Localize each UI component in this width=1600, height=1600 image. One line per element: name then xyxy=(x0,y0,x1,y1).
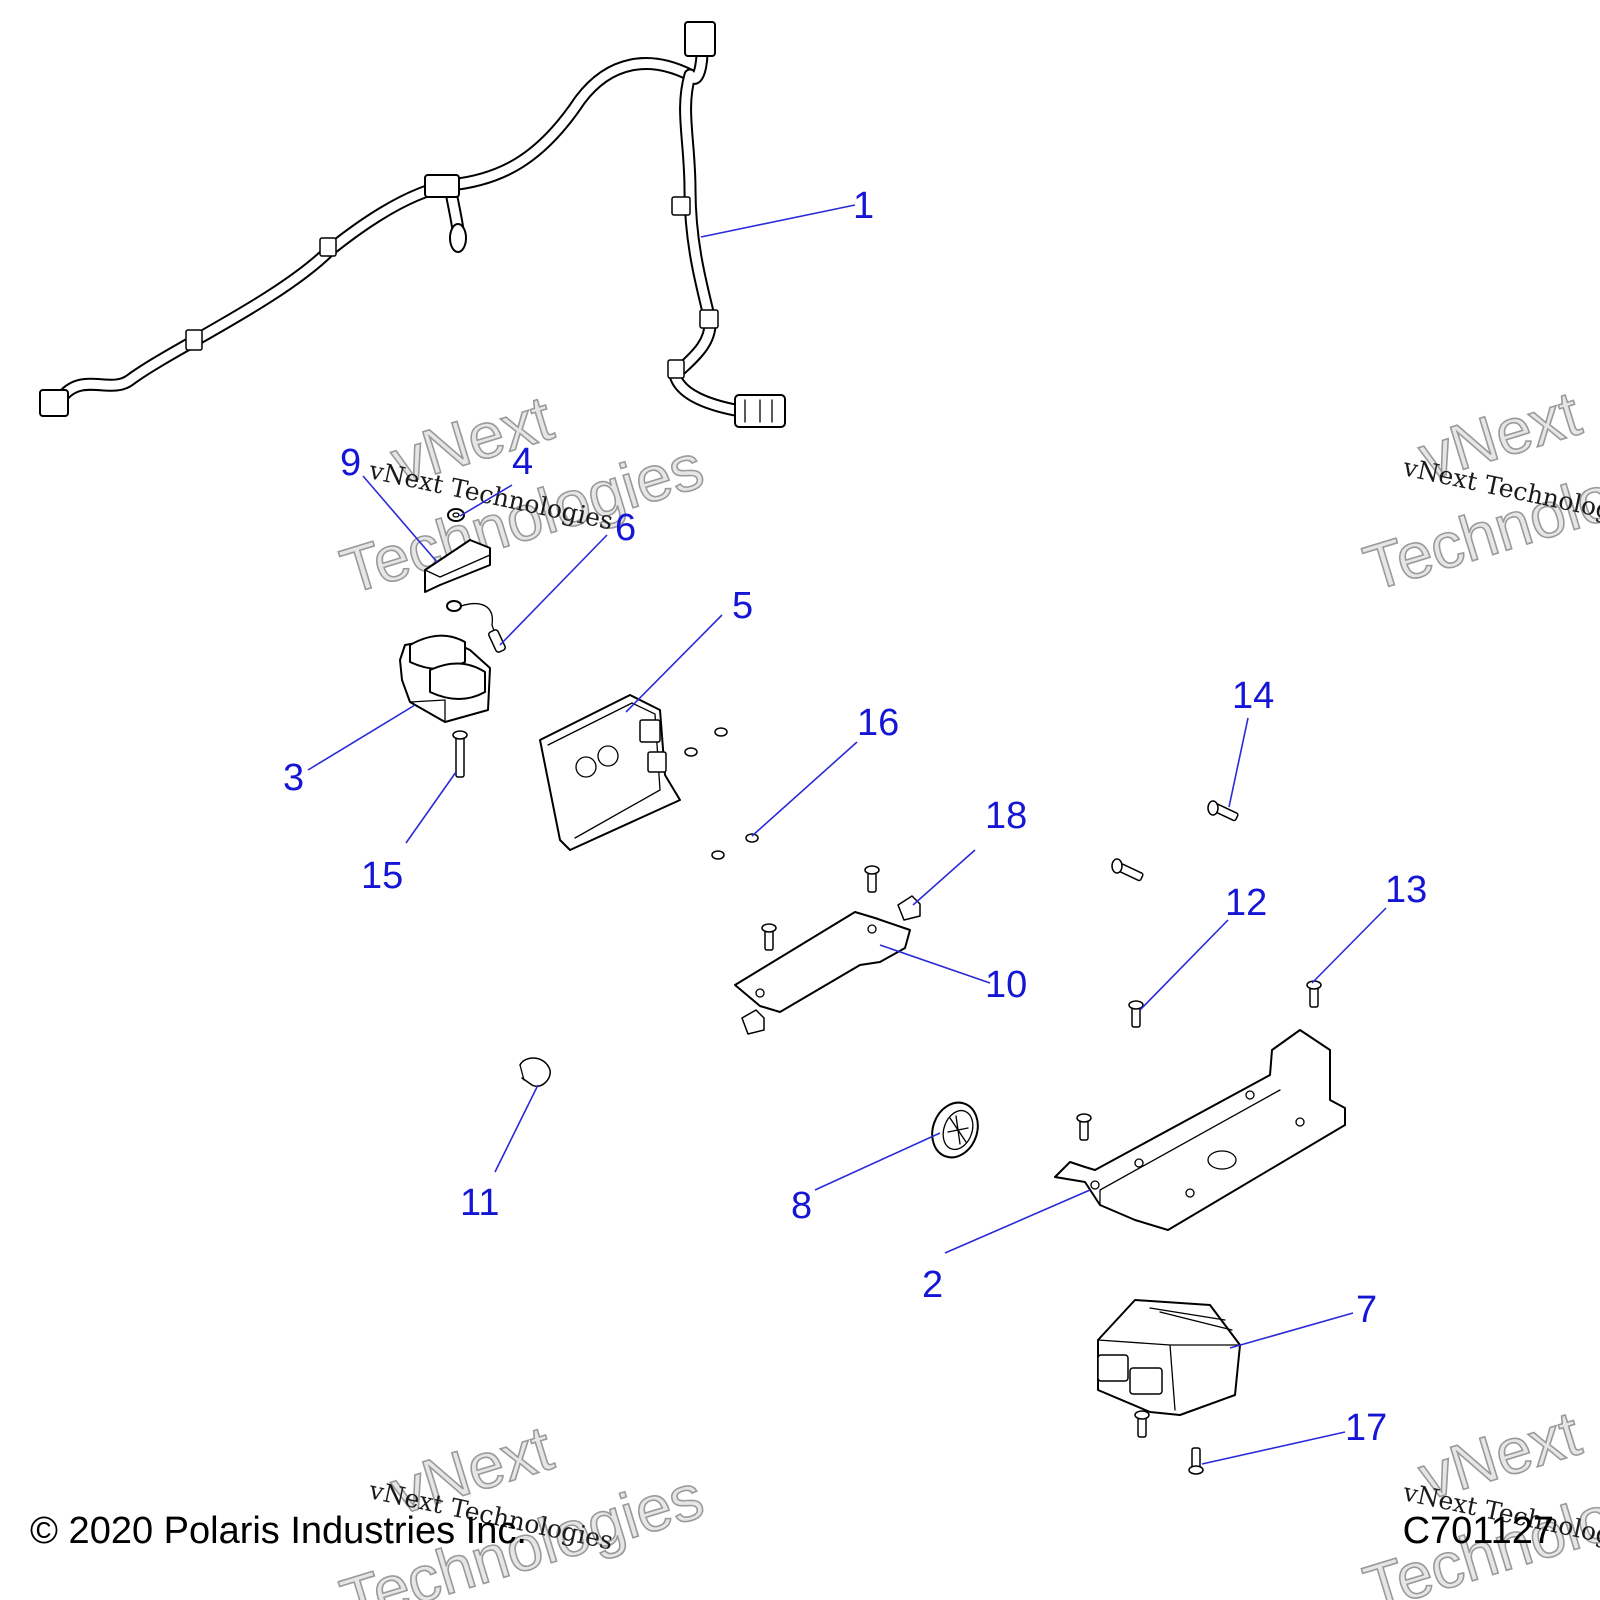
cable-tie xyxy=(519,1057,551,1087)
stud-12 xyxy=(1128,1000,1144,1028)
callout-13: 13 xyxy=(1385,869,1427,911)
bracket-bolt xyxy=(1076,1113,1092,1141)
bolt-14 xyxy=(1111,800,1239,882)
callout-8: 8 xyxy=(791,1185,812,1227)
callout-labels: 1 2 3 4 5 6 7 8 9 10 11 12 13 14 15 16 1… xyxy=(283,185,1427,1449)
mounting-bracket xyxy=(1054,1029,1346,1231)
coil-bracket xyxy=(424,539,491,593)
ignition-coil xyxy=(399,634,491,723)
callout-10: 10 xyxy=(985,964,1027,1006)
callout-14: 14 xyxy=(1232,675,1274,717)
cover-plate xyxy=(734,911,911,1013)
leader-lines xyxy=(307,204,1387,1465)
callout-7: 7 xyxy=(1356,1289,1377,1331)
callout-16: 16 xyxy=(857,702,899,744)
callout-3: 3 xyxy=(283,757,304,799)
grommet xyxy=(931,1101,979,1159)
relay-screws xyxy=(1134,1410,1204,1475)
callout-15: 15 xyxy=(361,855,403,897)
clip-nuts xyxy=(741,895,921,1035)
wire-harness xyxy=(39,21,786,428)
coil-bolt xyxy=(452,730,468,778)
plate-bolts xyxy=(761,865,880,951)
nut xyxy=(447,508,465,522)
callout-11: 11 xyxy=(460,1182,499,1224)
ecu-screws xyxy=(684,727,759,860)
callout-1: 1 xyxy=(853,185,874,227)
ecu-module xyxy=(539,694,681,851)
callout-18: 18 xyxy=(985,795,1027,837)
callout-6: 6 xyxy=(615,507,636,549)
ground-wire xyxy=(446,600,506,653)
relay-module xyxy=(1097,1299,1241,1416)
callout-17: 17 xyxy=(1345,1407,1387,1449)
bolt-13 xyxy=(1306,980,1322,1008)
callout-4: 4 xyxy=(512,441,533,483)
callout-9: 9 xyxy=(340,442,361,484)
diagram-code: C701127 xyxy=(1402,1510,1554,1552)
copyright-text: © 2020 Polaris Industries Inc. xyxy=(30,1510,527,1552)
callout-12: 12 xyxy=(1225,882,1267,924)
callout-2: 2 xyxy=(922,1264,943,1306)
callout-5: 5 xyxy=(732,585,753,627)
